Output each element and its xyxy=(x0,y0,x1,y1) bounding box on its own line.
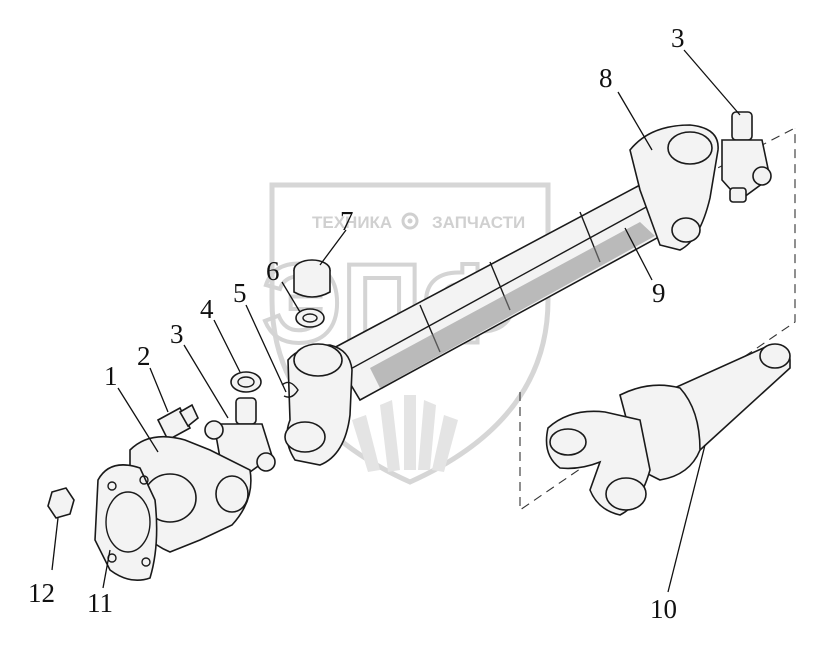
part-7-cap xyxy=(293,259,331,298)
part-2-bolt xyxy=(156,403,199,442)
callout-5: 5 xyxy=(233,278,247,308)
callout-2: 2 xyxy=(137,341,151,371)
callout-7: 7 xyxy=(340,206,354,236)
part-9-shaft-tube xyxy=(328,183,670,402)
callout-12: 12 xyxy=(28,578,55,608)
watermark-top-text-left: ТЕХНИКА xyxy=(312,213,392,232)
part-8-yoke xyxy=(629,124,719,251)
callout-3-lower: 3 xyxy=(170,319,184,349)
callout-1: 1 xyxy=(104,361,118,391)
part-11-gasket xyxy=(94,464,158,581)
watermark-top-text-right: ЗАПЧАСТИ xyxy=(432,213,525,232)
part-10-sliding-shaft xyxy=(545,343,791,516)
callout-10: 10 xyxy=(650,594,677,624)
part-4-seal xyxy=(230,371,262,393)
callout-6: 6 xyxy=(266,256,280,286)
callout-4: 4 xyxy=(200,294,214,324)
part-12-nut xyxy=(47,487,75,519)
callout-8: 8 xyxy=(599,63,613,93)
near-yoke xyxy=(284,343,353,466)
leader-lines xyxy=(51,49,741,593)
callout-3-upper: 3 xyxy=(671,23,685,53)
part-6-ring xyxy=(295,308,325,328)
callout-11: 11 xyxy=(87,588,113,618)
callout-labels: 1 2 3 3 4 5 6 7 8 9 10 11 12 xyxy=(28,23,685,624)
callout-9: 9 xyxy=(652,278,666,308)
gear-icon xyxy=(401,212,419,230)
part-10-boundary xyxy=(519,128,796,512)
part-3-cross-upper xyxy=(721,111,772,203)
part-1-flange-yoke xyxy=(129,435,252,553)
part-5-clip xyxy=(281,381,299,398)
